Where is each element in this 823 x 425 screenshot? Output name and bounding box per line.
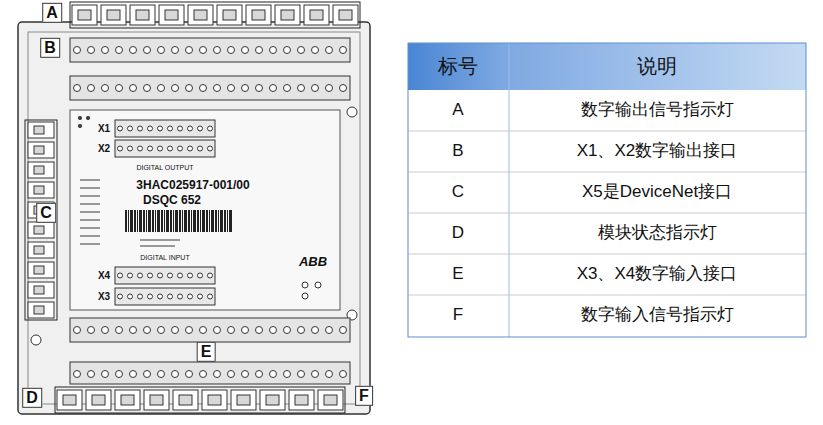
part-number: 3HAC025917-001/00 (136, 179, 249, 193)
barcode (125, 210, 233, 232)
devicenet-connector (25, 120, 57, 320)
table-cell: C (452, 182, 464, 202)
status-led (86, 116, 90, 120)
table-cell: 数字输入信号指示灯 (581, 305, 734, 325)
status-led (78, 124, 82, 128)
table-column-line (509, 43, 510, 337)
terminal-block (25, 120, 57, 320)
callout-letter: F (355, 386, 373, 406)
terminal-block (55, 387, 345, 413)
x3-connector (115, 288, 215, 305)
mounting-hole (31, 335, 41, 345)
pin-legend-lines (80, 180, 100, 244)
output-connector (70, 38, 350, 62)
model-name: DSQC 652 (143, 194, 201, 208)
table-cell: X5是DeviceNet接口 (582, 182, 732, 202)
terminal-block (70, 2, 360, 28)
table-body (408, 90, 806, 337)
housing-frame (28, 32, 360, 404)
x4-connector (115, 267, 215, 284)
connector-block (70, 38, 350, 62)
connector-block (115, 140, 215, 157)
table-header-band (408, 43, 806, 90)
table-cell: X3、X4数字输入接口 (577, 264, 738, 284)
barcode-bars (125, 210, 233, 232)
table-cell: X1、X2数字输出接口 (577, 141, 738, 161)
callout-letter: E (197, 342, 216, 362)
connector-name: X1 (98, 123, 110, 135)
input-connector (70, 318, 350, 342)
label-plate (70, 110, 340, 310)
fine-print (140, 245, 175, 247)
callout-letter: A (42, 3, 62, 23)
terminal-row (55, 387, 345, 413)
table-header: 标号 (438, 55, 478, 78)
port-caption: DIGITAL INPUT (140, 254, 189, 262)
status-led (302, 293, 308, 299)
connector-block (115, 267, 215, 284)
table-cell: D (452, 223, 464, 243)
connector-name: X3 (98, 291, 110, 303)
table-row-lines (408, 131, 806, 295)
x1-connector (115, 120, 215, 137)
table-cell: B (452, 141, 463, 161)
status-led (78, 116, 82, 120)
output-connector (70, 76, 350, 100)
connector-block (70, 76, 350, 100)
table-cell: 数字输出信号指示灯 (581, 100, 734, 120)
mounting-hole (347, 107, 357, 117)
table-cell: A (452, 100, 463, 120)
connector-name: X2 (98, 143, 110, 155)
connector-block (115, 288, 215, 305)
status-led (315, 282, 321, 288)
terminal-row (70, 2, 360, 28)
connector-name: X4 (98, 270, 110, 282)
module-housing (18, 22, 370, 414)
table-header: 说明 (637, 55, 677, 78)
status-led (302, 282, 308, 288)
x2-connector (115, 140, 215, 157)
table-cell: F (453, 305, 463, 325)
callout-letter: D (22, 388, 42, 408)
connector-block (115, 120, 215, 137)
table-cell: E (452, 264, 463, 284)
connector-block (70, 362, 350, 384)
input-connector (70, 362, 350, 384)
port-caption: DIGITAL OUTPUT (136, 164, 193, 172)
connector-block (70, 318, 350, 342)
table-border (408, 43, 806, 337)
table-cell: 模块状态指示灯 (598, 223, 717, 243)
callout-letter: C (36, 203, 56, 223)
callout-letter: B (40, 38, 60, 58)
brand-logo: ABB (299, 255, 327, 270)
fine-print (140, 239, 180, 241)
